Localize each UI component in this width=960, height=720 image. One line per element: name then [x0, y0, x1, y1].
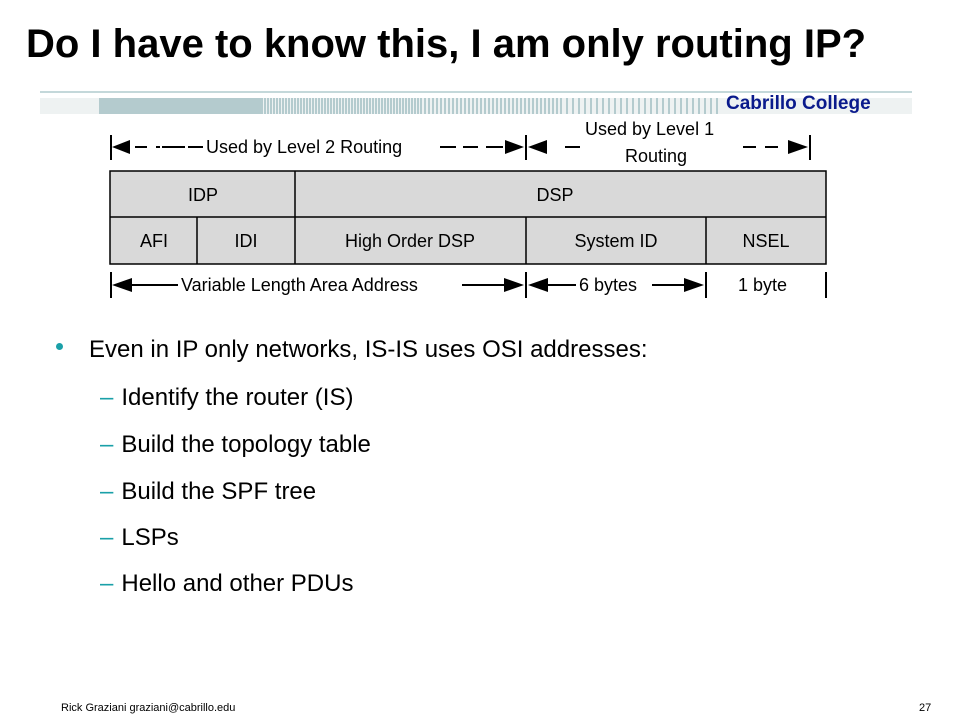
bullet-item-main: Even in IP only networks, IS-IS uses OSI… — [56, 335, 647, 365]
dash-icon: – — [100, 570, 114, 597]
dash-icon: – — [100, 524, 114, 551]
cell-nsel: NSEL — [742, 231, 789, 251]
bullet-main-text: Even in IP only networks, IS-IS uses OSI… — [89, 336, 648, 363]
sub-bullet-item: –LSPs — [100, 523, 179, 553]
cell-dsp: DSP — [536, 185, 573, 205]
level1-label-line2: Routing — [625, 146, 687, 166]
sub-bullet-text: Hello and other PDUs — [121, 570, 354, 597]
cell-idi: IDI — [234, 231, 257, 251]
system-id-bytes-label: 6 bytes — [579, 275, 637, 295]
cell-idp: IDP — [188, 185, 218, 205]
page-number: 27 — [919, 702, 932, 714]
slide-title: Do I have to know this, I am only routin… — [26, 22, 867, 66]
level1-label-line1: Used by Level 1 — [585, 119, 714, 139]
sub-bullet-text: LSPs — [121, 524, 179, 551]
level-range-row: Used by Level 2 Routing Used by Level 1 … — [110, 119, 811, 166]
sub-bullet-text: Identify the router (IS) — [121, 384, 354, 411]
sub-bullet-item: –Build the SPF tree — [100, 477, 316, 507]
dash-icon: – — [100, 478, 114, 505]
sub-bullet-text: Build the topology table — [121, 431, 371, 458]
sub-bullet-item: –Identify the router (IS) — [100, 383, 353, 413]
sub-bullet-item: –Build the topology table — [100, 430, 371, 460]
address-table: IDP DSP AFI IDI High Order DSP System ID… — [109, 170, 827, 265]
sub-bullet-item: –Hello and other PDUs — [100, 569, 353, 599]
footer-author: Rick Graziani graziani@cabrillo.edu — [61, 702, 236, 714]
area-address-label: Variable Length Area Address — [181, 275, 418, 295]
sub-bullet-text: Build the SPF tree — [121, 478, 317, 505]
dash-icon: – — [100, 431, 114, 458]
dash-icon: – — [100, 384, 114, 411]
cell-high-order-dsp: High Order DSP — [345, 231, 475, 251]
level2-label: Used by Level 2 Routing — [206, 137, 402, 157]
nsel-bytes-label: 1 byte — [738, 275, 787, 295]
byte-length-row: Variable Length Area Address 6 bytes 1 b… — [110, 272, 827, 298]
bullet-dot-icon — [56, 343, 63, 350]
cell-afi: AFI — [140, 231, 168, 251]
bullet-list: Even in IP only networks, IS-IS uses OSI… — [56, 335, 647, 365]
header-banner-decoration — [40, 91, 912, 114]
college-logo-text: Cabrillo College — [726, 93, 871, 114]
cell-system-id: System ID — [574, 231, 657, 251]
